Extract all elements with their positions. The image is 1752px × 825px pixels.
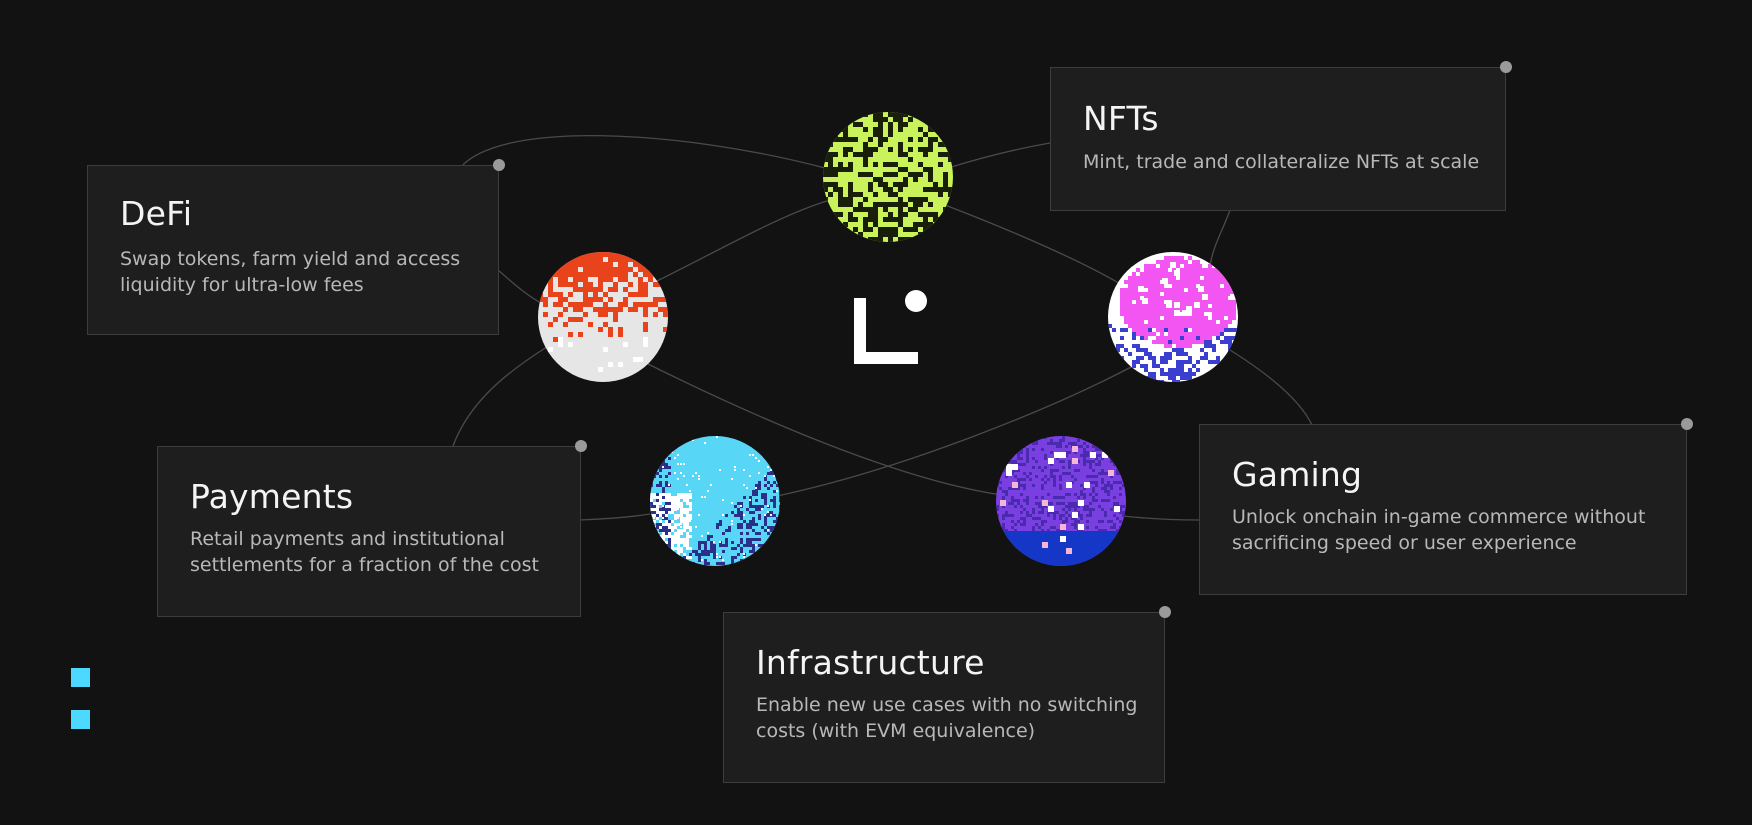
infrastructure-card-description: Enable new use cases with no switching c… [756,694,1138,742]
nfts-card-description: Mint, trade and collateralize NFTs at sc… [1083,151,1480,173]
infrastructure-card-title: Infrastructure [756,643,985,682]
connector-line [452,344,551,447]
connector-line [944,204,1123,286]
gaming-card[interactable]: Gaming Unlock onchain in-game commerce w… [1199,424,1687,595]
connector-line [1122,515,1201,521]
gaming-orb-image-top [1108,252,1238,382]
payments-card-description: Retail payments and institutional settle… [190,528,539,576]
gaming-card-description: Unlock onchain in-game commerce without … [1232,506,1646,554]
defi-card-title: DeFi [120,194,193,233]
l-dot-logo-icon [854,290,927,364]
gaming-card-corner-dot [1681,418,1693,430]
indicator-square-1[interactable] [71,668,90,687]
connector-line [776,364,1136,497]
nfts-card-title: NFTs [1083,99,1159,138]
connector-line [1229,349,1313,426]
payments-orb-image [650,436,780,566]
defi-card-description: Swap tokens, farm yield and access liqui… [120,248,461,296]
payments-card[interactable]: Payments Retail payments and institution… [157,446,581,617]
connector-line [579,513,651,521]
connector-line [459,135,826,169]
connector-line [497,269,546,306]
gaming-orb-image-bottom [996,436,1126,566]
connector-line [947,142,1051,169]
payments-card-title: Payments [190,477,354,516]
payments-card-corner-dot [575,440,587,452]
infrastructure-card[interactable]: Infrastructure Enable new use cases with… [723,612,1165,783]
defi-card[interactable]: DeFi Swap tokens, farm yield and access … [87,165,499,335]
connector-line [654,199,831,283]
gaming-card-title: Gaming [1232,455,1363,494]
defi-card-corner-dot [493,159,505,171]
nfts-orb-image [823,112,953,242]
indicator-square-2[interactable] [71,710,90,729]
nfts-card[interactable]: NFTs Mint, trade and collateralize NFTs … [1050,67,1506,211]
infrastructure-card-corner-dot [1159,606,1171,618]
connector-line [639,359,1003,496]
defi-orb-image [538,252,668,382]
nfts-card-corner-dot [1500,61,1512,73]
